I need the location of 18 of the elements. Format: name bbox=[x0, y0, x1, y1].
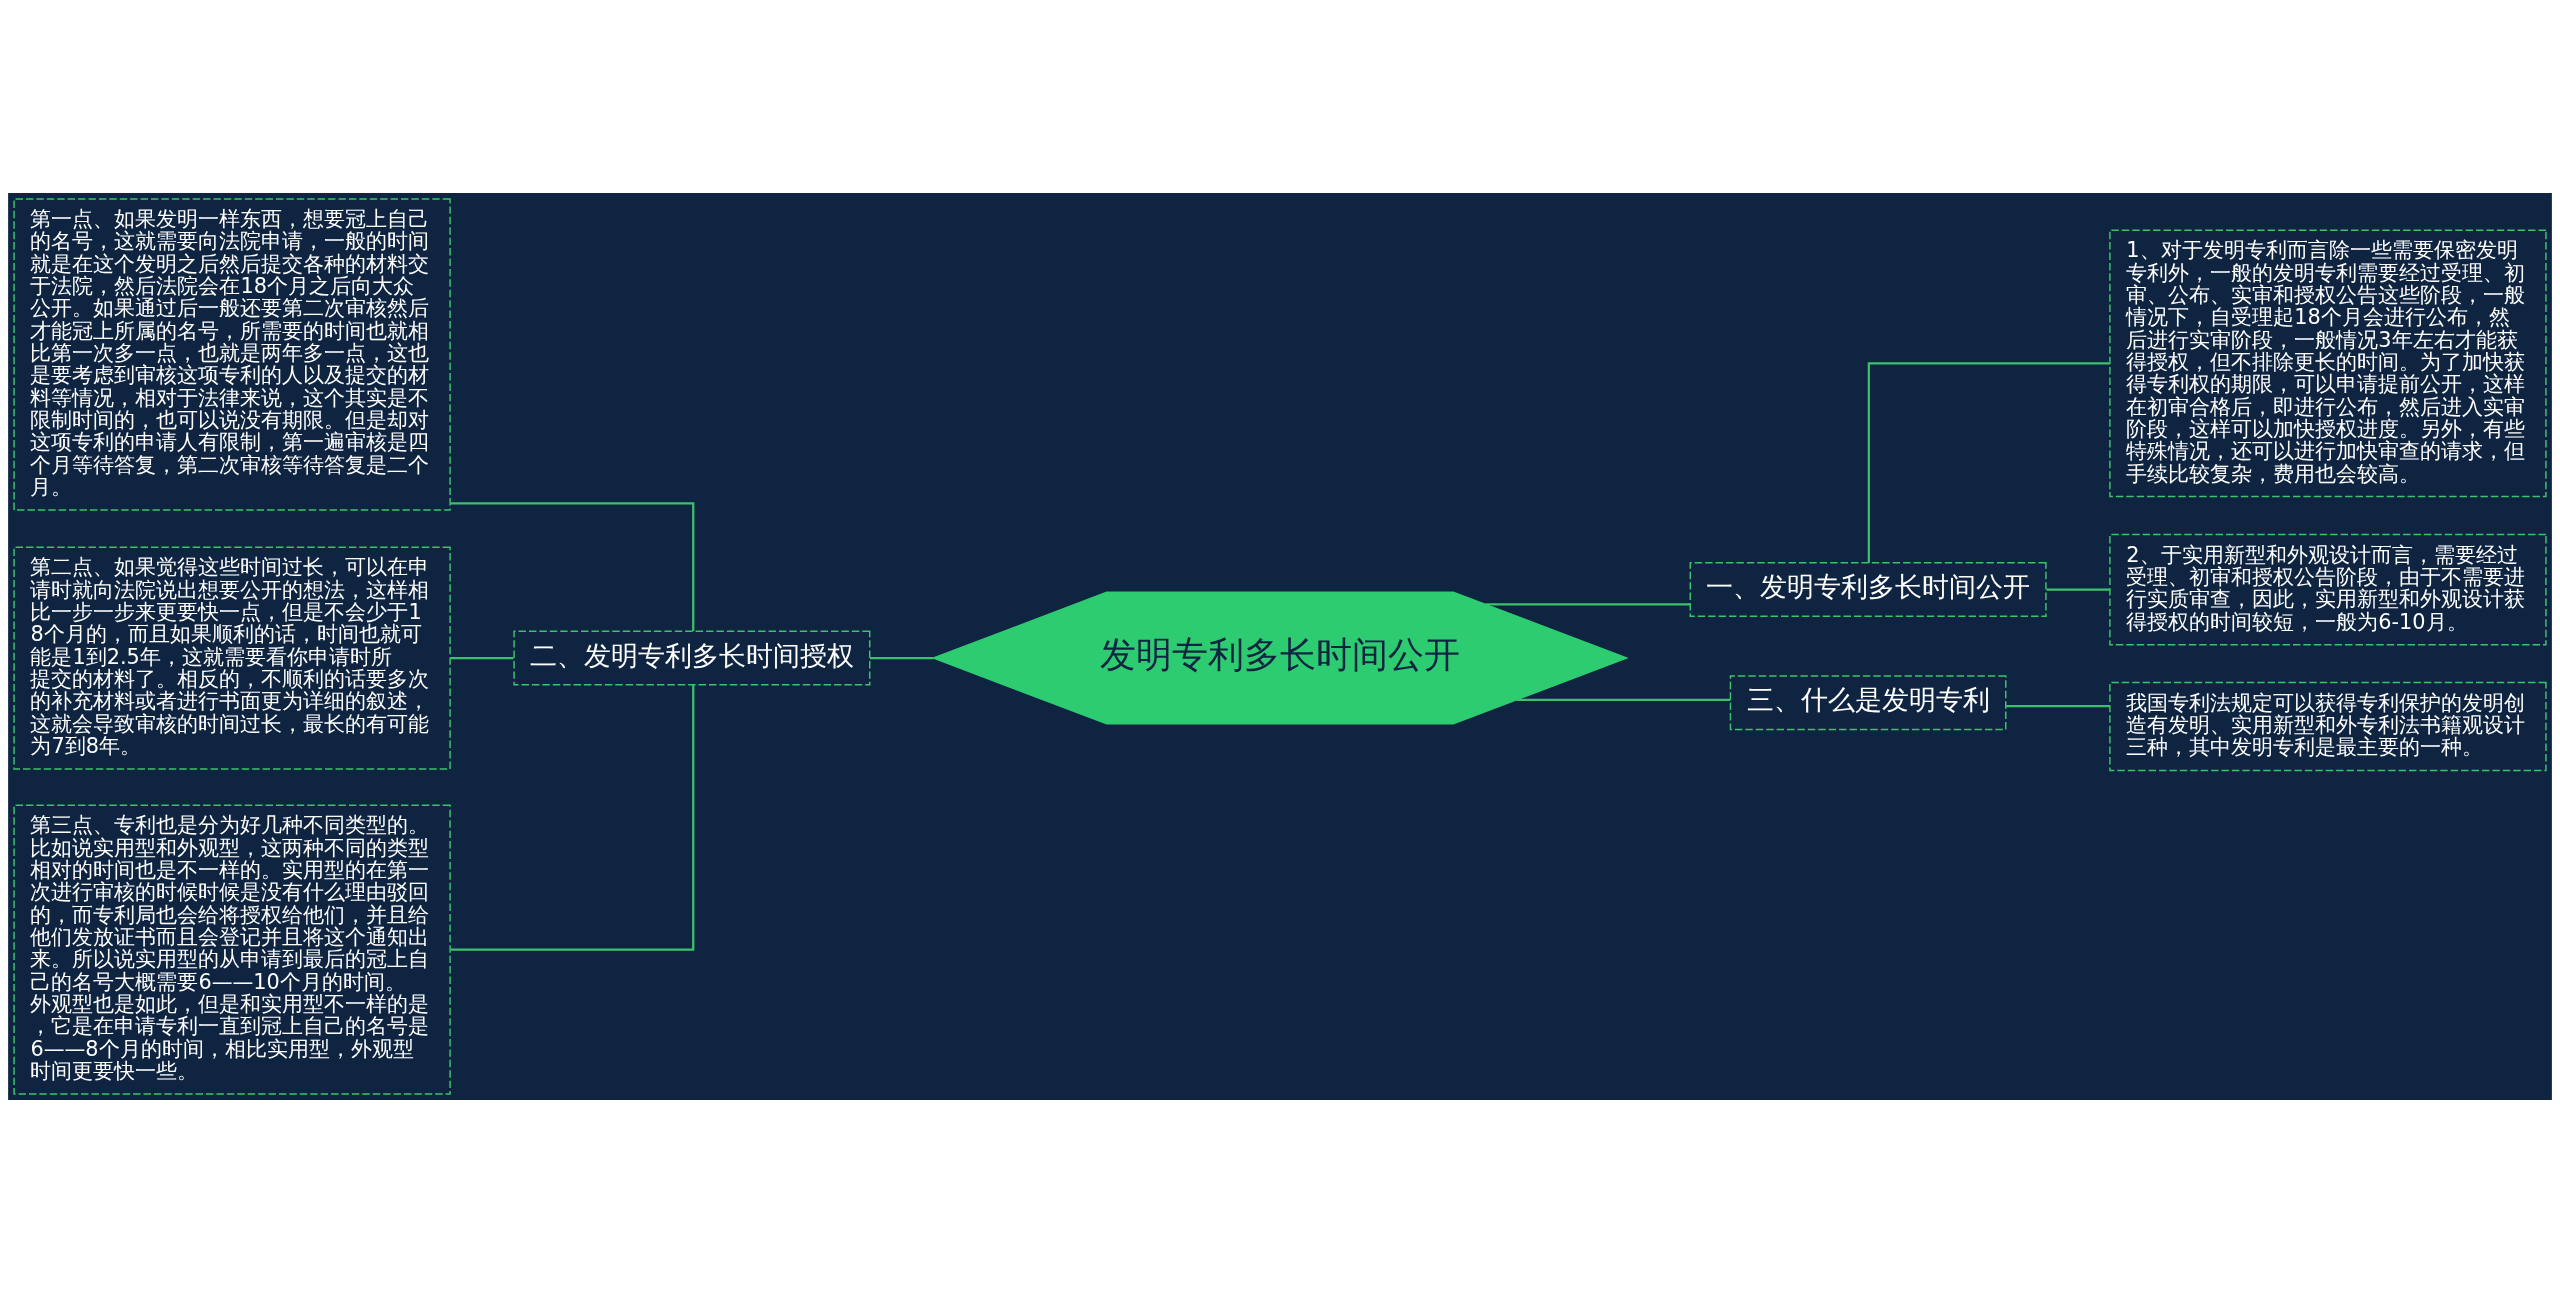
connector bbox=[869, 656, 934, 660]
connector bbox=[2006, 704, 2110, 708]
node-box: 1、对于发明专利而言除一些需要保密发明专利外，一般的发明专利需要经过受理、初审、公布、实审和授权公告这些阶段，一般情况下，自受理起18个月会进行公布，然后进行实审阶段，一般情况3年左右才能获得授权，但不排除更长的时间。为了加快获得专利权的期限，可以申请提前公开，这样在初审合格后，即进行公布，然后进入实审阶段，这样可以加快授权进度。另外，有些特殊情况，还可以进行加快审查的请求，但手续比较复杂，费用也会较高。 bbox=[2109, 229, 2547, 498]
node-box: 一、发明专利多长时间公开 bbox=[1689, 562, 2047, 618]
connector bbox=[1516, 698, 1731, 701]
connector bbox=[1485, 603, 1691, 606]
connector bbox=[450, 684, 695, 951]
node-box: 第三点、专利也是分为好几种不同类型的。比如说实用型和外观型，这两种不同的类型相对的时间也是不一样的。实用型的在第一次进行审核的时候时候是没有什么理由驳回的，而专利局也会给将授权给他们，并且给他们发放证书而且会登记并且将这个通知出来。所以说实用型的从申请到最后的冠上自己的名号大概需要6——10个月的时间。外观型也是如此，但是和实用型不一样的是，它是在申请专利一直到冠上自己的名号是6——8个月的时间，相比实用型，外观型时间更要快一些。 bbox=[13, 804, 451, 1095]
node-box: 二、发明专利多长时间授权 bbox=[513, 630, 871, 686]
node-box: 我国专利法规定可以获得专利保护的发明创造有发明、实用新型和外专利法书籍观设计三种，其中发明专利是最主要的一种。 bbox=[2109, 681, 2547, 772]
connector bbox=[450, 502, 695, 632]
node-box: 第一点、如果发明一样东西，想要冠上自己的名号，这就需要向法院申请，一般的时间就是在这个发明之后然后提交各种的材料交于法院，然后法院会在18个月之后向大众公开。如果通过后一般还要第二次审核然后才能冠上所属的名号，所需要的时间也就相比第一次多一点，也就是两年多一点，这也是要考虑到审核这项专利的人以及提交的材料等情况，相对于法律来说，这个其实是不限制时间的，也可以说没有期限。但是却对这项专利的申请人有限制，第一遍审核是四个月等待答复，第二次审核等待答复是二个月。 bbox=[13, 198, 451, 511]
node-box: 第二点、如果觉得这些时间过长，可以在申请时就向法院说出想要公开的想法，这样相比一步一步来更要快一点，但是不会少于18个月的，而且如果顺利的话，时间也就可能是1到2.5年，这就需要看你申请时所提交的材料了。相反的，不顺利的话要多次的补充材料或者进行书面更为详细的叙述，这就会导致审核的时间过长，最长的有可能为7到8年。 bbox=[13, 546, 451, 770]
connector bbox=[450, 656, 514, 660]
connector bbox=[1867, 362, 2110, 563]
connector bbox=[2046, 588, 2110, 591]
node-box: 三、什么是发明专利 bbox=[1729, 675, 2007, 731]
node-box: 2、于实用新型和外观设计而言，需要经过受理、初审和授权公告阶段，由于不需要进行实质审查，因此，实用新型和外观设计获得授权的时间较短，一般为6-10月。 bbox=[2109, 533, 2547, 646]
